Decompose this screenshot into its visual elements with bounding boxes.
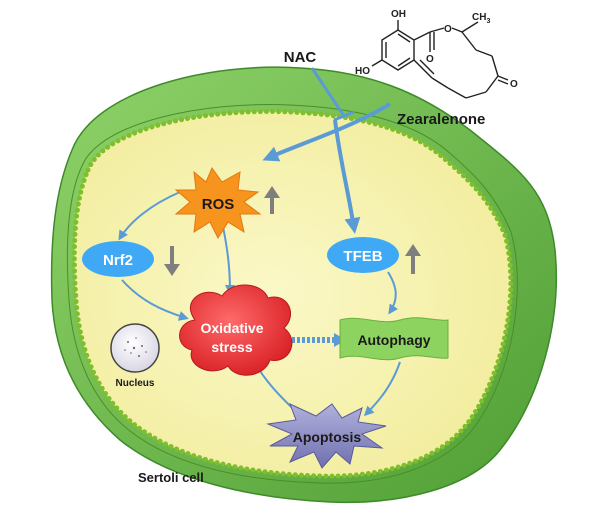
molecule-ketone-o: O	[510, 79, 518, 90]
nac-inhibition-arrow	[310, 67, 346, 117]
oxidative-stress-cloud	[179, 284, 293, 376]
cell-cytoplasm	[74, 111, 511, 477]
ros-up-indicator	[264, 186, 280, 214]
molecule-ch3: CH3	[472, 12, 490, 25]
zearalenone-label: Zearalenone	[397, 111, 485, 128]
membrane-dotted-line-outer	[66, 104, 518, 484]
nrf2-label: Nrf2	[103, 252, 133, 269]
ros-burst	[174, 166, 262, 240]
oxidative-label-line2: stress	[211, 339, 252, 355]
apoptosis-label: Apoptosis	[293, 429, 362, 445]
autophagy-to-apoptosis-arrow	[363, 361, 401, 417]
membrane-dotted-line	[71, 109, 514, 479]
zearalenone-to-tfeb-arrow	[333, 119, 361, 234]
apoptosis-burst	[266, 403, 387, 469]
nrf2-down-indicator	[164, 246, 180, 276]
ros-label: ROS	[202, 196, 235, 213]
nucleus-label: Nucleus	[116, 378, 155, 389]
nac-label: NAC	[284, 49, 317, 66]
nucleus-speckles	[124, 337, 147, 357]
ros-to-nrf2-arrow	[118, 191, 181, 241]
nac-inhibition-bar	[333, 110, 355, 122]
nrf2-to-oxidative-arrow	[121, 279, 189, 321]
sertoli-cell-label: Sertoli cell	[138, 470, 204, 485]
tfeb-label: TFEB	[343, 248, 382, 265]
autophagy-label: Autophagy	[357, 332, 430, 348]
molecule-ho-left: HO	[355, 66, 370, 77]
zearalenone-to-ros-arrow	[262, 102, 392, 162]
molecule-carbonyl-o: O	[426, 54, 434, 65]
oxidative-label-line1: Oxidative	[200, 320, 263, 336]
molecule-oh-top: OH	[391, 9, 406, 20]
tfeb-to-autophagy-arrow	[387, 271, 399, 315]
tfeb-up-indicator	[405, 244, 421, 274]
autophagy-banner	[339, 317, 449, 361]
nrf2-node	[82, 241, 154, 277]
zearalenone-molecule	[371, 20, 509, 99]
tfeb-node	[327, 237, 399, 273]
molecule-ring-o: O	[444, 24, 452, 35]
